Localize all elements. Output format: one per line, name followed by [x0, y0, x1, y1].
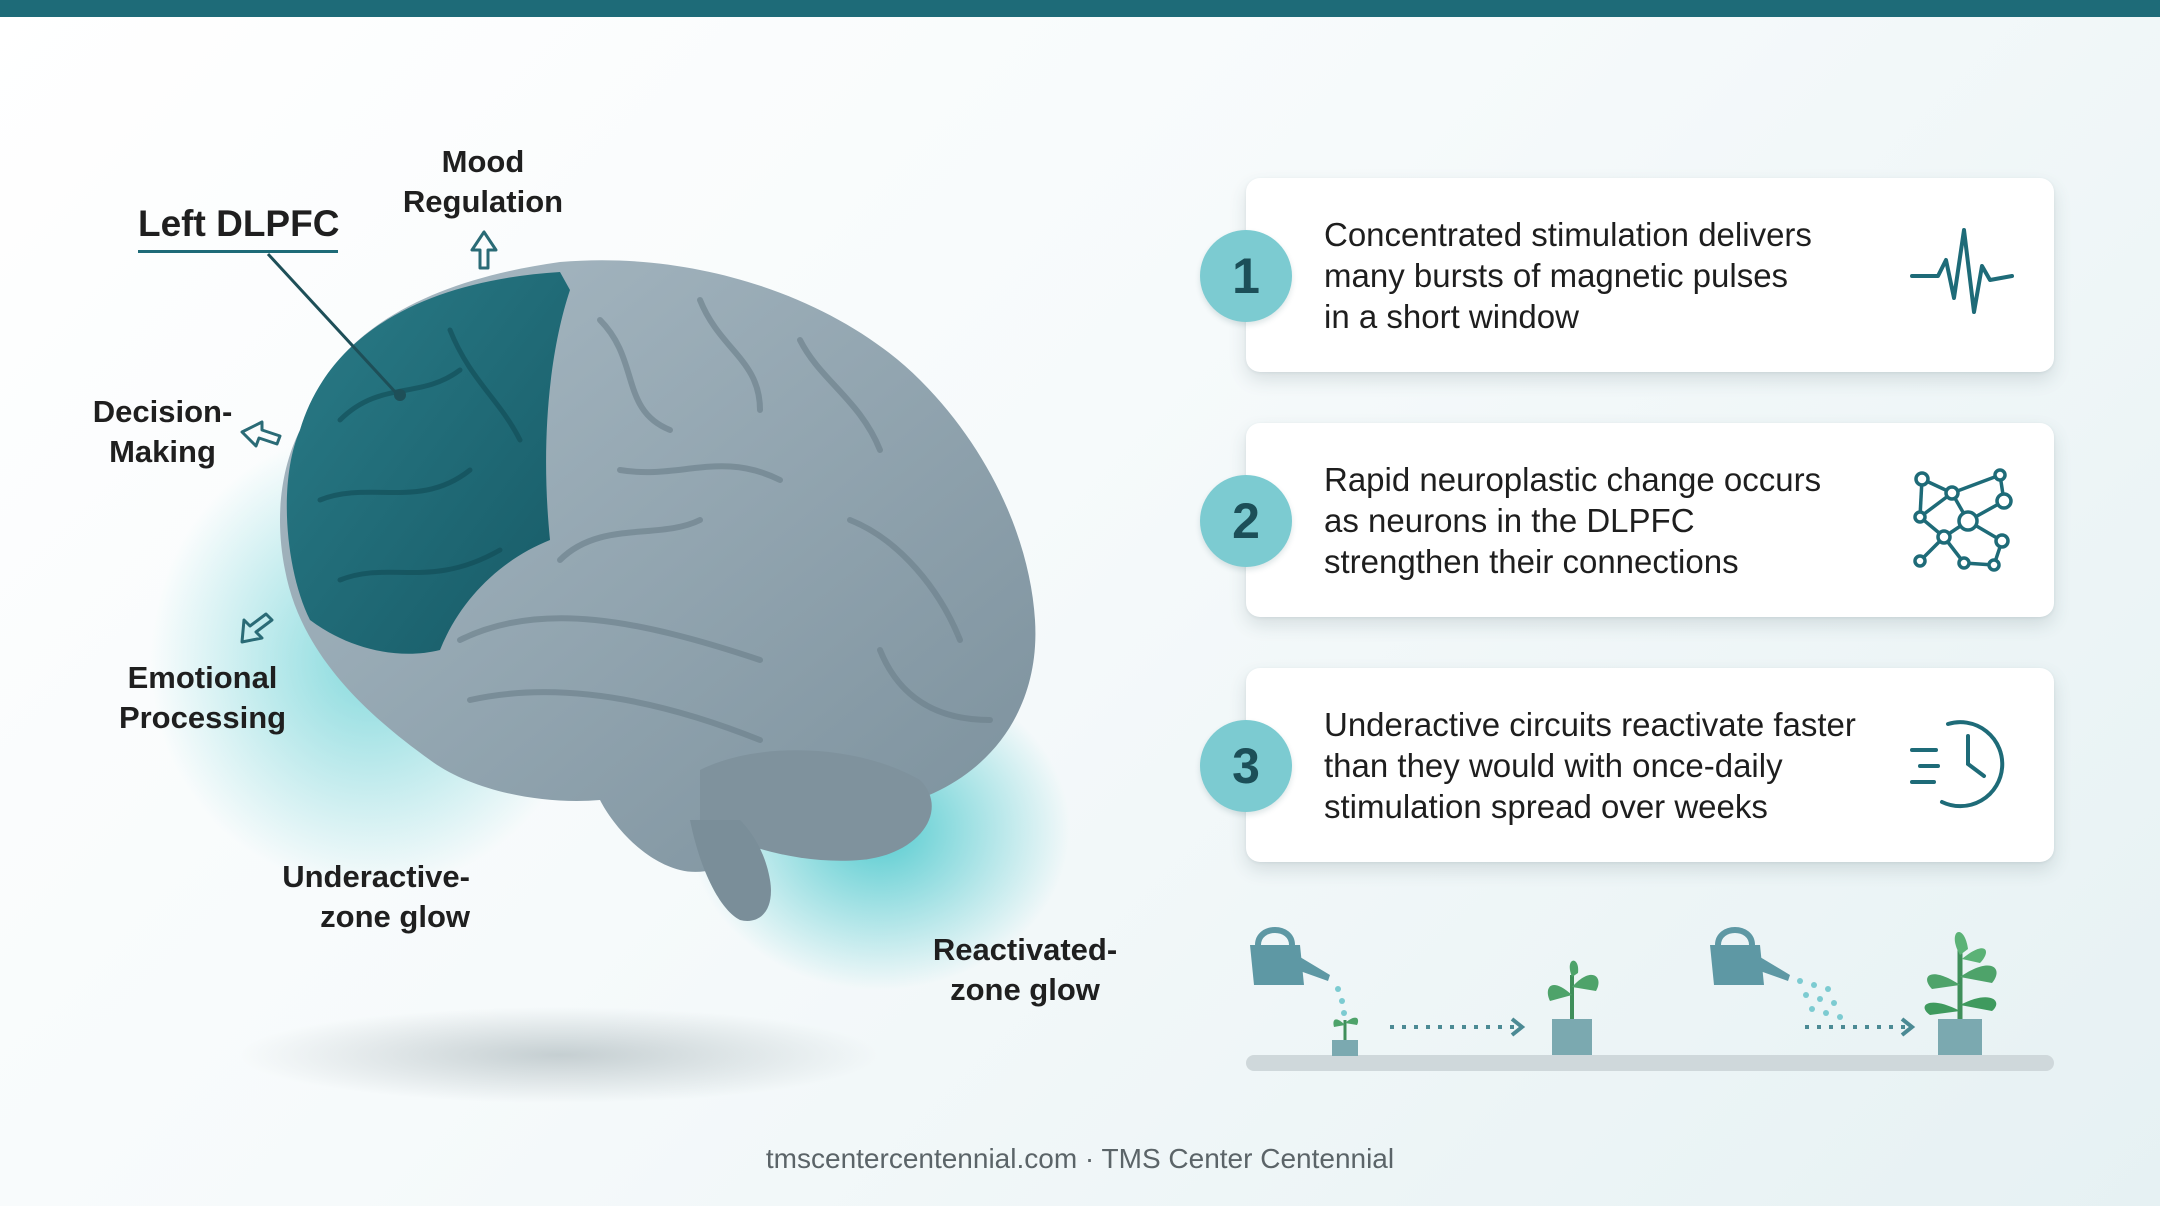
arrow-up-icon: [470, 230, 498, 270]
step-number-1: 1: [1200, 230, 1292, 322]
footer-credit: tmscentercentennial.com · TMS Center Cen…: [765, 1143, 1395, 1174]
brain-illustration: Left DLPFC Mood Regulation Decision- Mak…: [92, 144, 1118, 1103]
arrow-downleft-icon: [240, 612, 274, 644]
left-dlpfc-label: Left DLPFC: [138, 203, 340, 244]
step-number-3: 3: [1200, 720, 1292, 812]
emotional-processing-label: Emotional Processing: [118, 660, 287, 735]
large-plant-icon: [1924, 932, 1997, 1055]
arrow-icon: [1390, 1017, 1526, 1037]
small-plant-icon: [1547, 960, 1599, 1055]
brain-image: [150, 230, 1070, 1103]
step-2-text: Rapid neuroplastic change occurs as neur…: [1324, 461, 1822, 580]
pulse-wave-icon: [1910, 228, 2014, 314]
mood-regulation-label: Mood Regulation: [402, 144, 564, 219]
reactivated-zone-label: Reactivated- zone glow: [932, 932, 1118, 1007]
arrow-icon: [1805, 1017, 1916, 1037]
neuron-network-icon: [1913, 468, 2013, 572]
step-card-2: Rapid neuroplastic change occurs as neur…: [1246, 423, 2054, 617]
step-3-text: Underactive circuits reactivate faster t…: [1324, 706, 1856, 825]
watering-can-icon: [1710, 927, 1790, 985]
growth-illustration: [1246, 927, 2054, 1071]
step-number-2: 2: [1200, 475, 1292, 567]
step-1-text: Concentrated stimulation delivers many b…: [1324, 216, 1812, 335]
fast-clock-icon: [1910, 720, 2005, 809]
arrow-left-icon: [240, 420, 282, 448]
watering-can-icon: [1250, 927, 1330, 985]
seedling-icon: [1332, 1017, 1359, 1056]
shelf: [1246, 1055, 2054, 1071]
decision-making-label: Decision- Making: [92, 394, 233, 469]
left-dlpfc-underline: [138, 250, 338, 253]
step-card-3: Underactive circuits reactivate faster t…: [1246, 668, 2054, 862]
underactive-zone-label: Underactive- zone glow: [282, 859, 470, 934]
step-card-1: Concentrated stimulation delivers many b…: [1246, 178, 2054, 372]
top-accent-bar: [0, 0, 2160, 17]
